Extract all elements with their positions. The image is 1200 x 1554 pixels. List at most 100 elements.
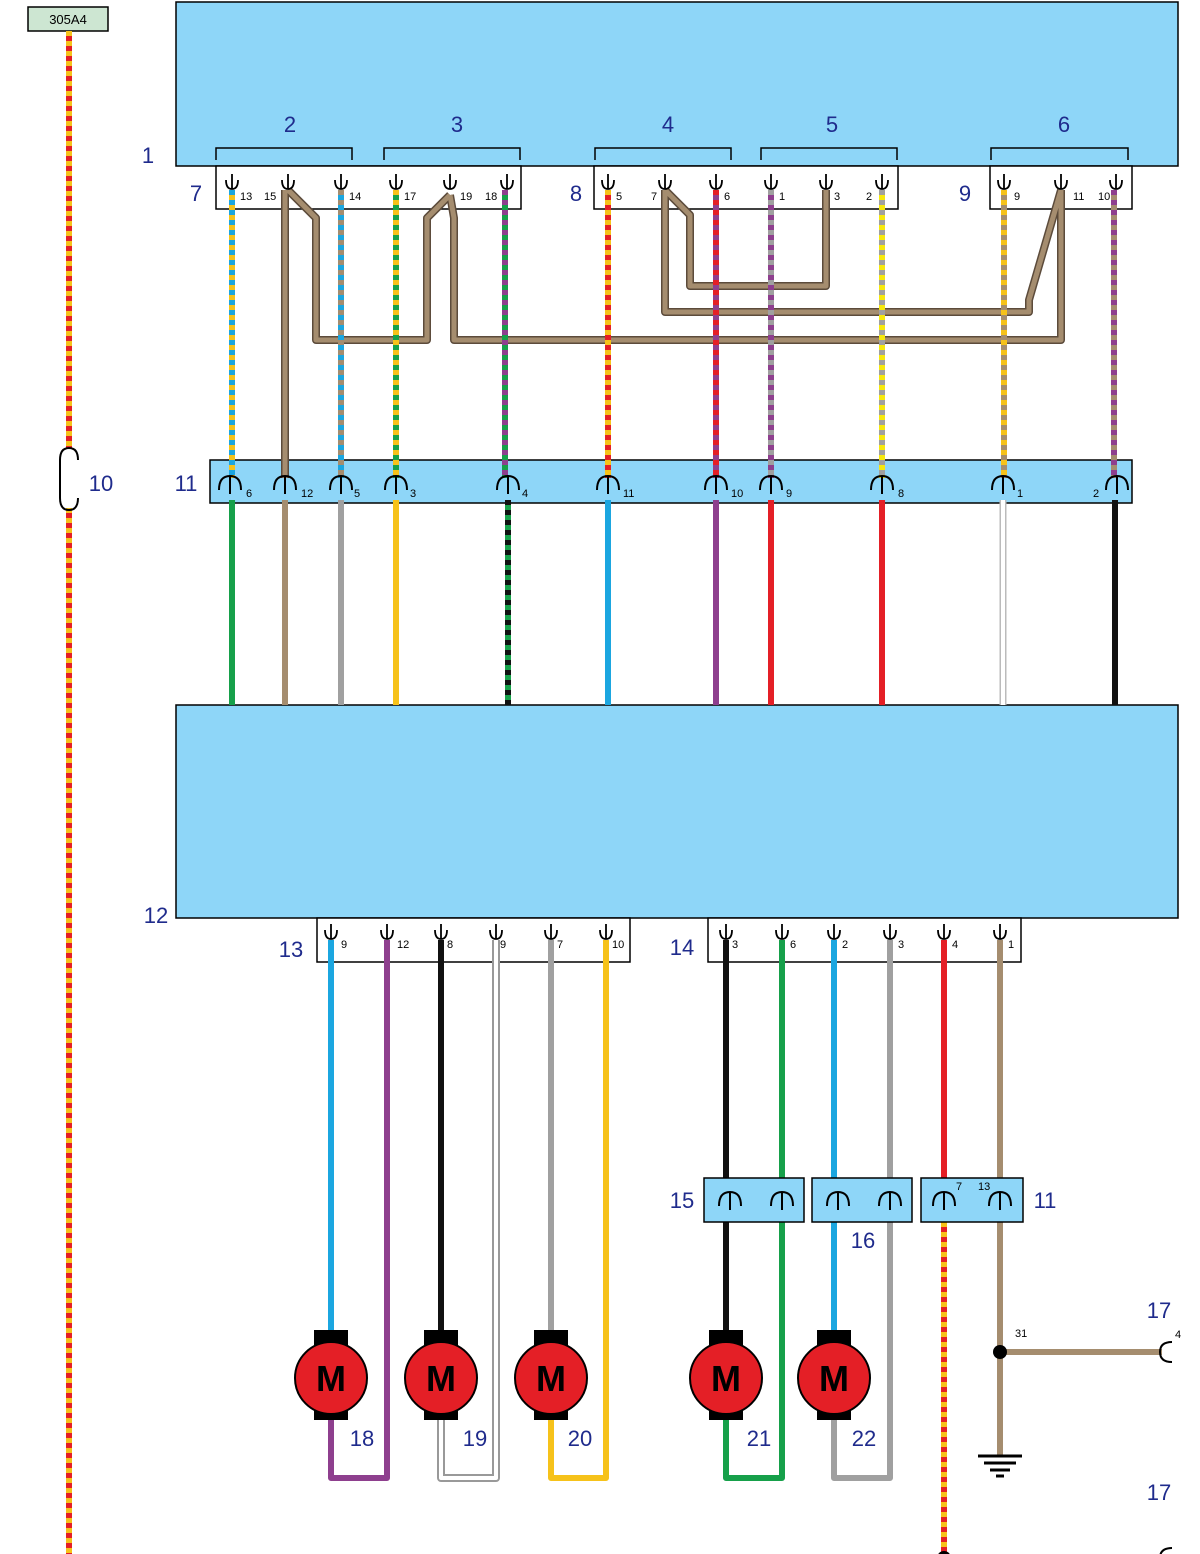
group-brackets (215, 147, 1129, 160)
callout-5: 5 (826, 112, 838, 137)
connector11-pin-label-8: 8 (898, 488, 904, 500)
motor-18-symbol: M (316, 1358, 346, 1399)
callout-16: 16 (851, 1228, 875, 1253)
callouts: 1 2 3 4 5 6 7 8 9 10 11 12 13 14 15 16 1… (89, 112, 1181, 1505)
callout-20: 20 (568, 1426, 592, 1451)
callout-17-bottom: 17 (1147, 1480, 1171, 1505)
module-1 (175, 1, 1179, 167)
callout-9: 9 (959, 181, 971, 206)
connector14-pin-label-2: 2 (842, 939, 848, 951)
power-junction (938, 1551, 950, 1554)
connector-13 (316, 917, 631, 963)
connector14-pin-label-1: 6 (790, 939, 796, 951)
motor-20: M (514, 1330, 588, 1420)
callout-19: 19 (463, 1426, 487, 1451)
callout-2: 2 (284, 112, 296, 137)
connector11-pin-label-3: 3 (410, 488, 416, 500)
wires-upper (229, 187, 1117, 478)
connector11-pin-label-2: 5 (354, 488, 360, 500)
connector7-pin-label-4: 19 (460, 191, 472, 203)
callout-22: 22 (852, 1426, 876, 1451)
connector13-pin-label-4: 7 (557, 939, 563, 951)
callout-21: 21 (747, 1426, 771, 1451)
terminal-17-top-pin: 4 (1175, 1329, 1181, 1341)
connector11-pin-label-0: 6 (246, 488, 252, 500)
connector7-pin-label-0: 13 (240, 191, 252, 203)
wires-middle (229, 500, 1118, 705)
ground-icon (978, 1454, 1022, 1478)
connector13-pin-label-3: 9 (500, 939, 506, 951)
connector11-pin-label-7: 9 (786, 488, 792, 500)
callout-11-bottom: 11 (1034, 1188, 1057, 1213)
callout-14: 14 (670, 935, 694, 960)
motor-22-symbol: M (819, 1358, 849, 1399)
inline-connector-10 (59, 446, 79, 512)
connector8-pin-label-2: 6 (724, 191, 730, 203)
motor-21-symbol: M (711, 1358, 741, 1399)
connector7-pin-label-1: 15 (264, 191, 276, 203)
connector11b-pin-label-1: 13 (978, 1181, 990, 1193)
motor-19-symbol: M (426, 1358, 456, 1399)
callout-12: 12 (144, 903, 168, 928)
connector-11-bottom (920, 1177, 1024, 1223)
callout-11-top: 11 (175, 471, 198, 496)
motor-22: M (797, 1330, 871, 1420)
connector-14 (707, 917, 1022, 963)
connector9-pin-label-2: 10 (1098, 191, 1110, 203)
callout-6: 6 (1058, 112, 1070, 137)
callout-13: 13 (279, 937, 303, 962)
connector11-pin-label-1: 12 (301, 488, 313, 500)
connector11-pin-label-4: 4 (522, 488, 528, 500)
callout-18: 18 (350, 1426, 374, 1451)
connector14-pin-label-0: 3 (732, 939, 738, 951)
connector7-pin-label-3: 17 (404, 191, 416, 203)
connector11-pin-label-6: 10 (731, 488, 743, 500)
connector13-pin-label-2: 8 (447, 939, 453, 951)
motor-20-symbol: M (536, 1358, 566, 1399)
connector14-pin-label-3: 3 (898, 939, 904, 951)
terminal-17-top-icon (1158, 1341, 1173, 1363)
callout-17-top: 17 (1147, 1298, 1171, 1323)
connector9-pin-label-1: 11 (1073, 191, 1084, 203)
wires-lower (328, 940, 1162, 1482)
power-wire-red-yellow (66, 31, 947, 1554)
connector9-pin-label-0: 9 (1014, 191, 1020, 203)
callout-4: 4 (662, 112, 674, 137)
connector-11-top (209, 459, 1133, 504)
connector14-pin-label-4: 4 (952, 939, 958, 951)
fuse-305a4: 305A4 (27, 6, 109, 32)
ground-node-label: 31 (1015, 1328, 1027, 1340)
callout-8: 8 (570, 181, 582, 206)
connector11-pin-label-10: 2 (1093, 488, 1099, 500)
connector14-pin-label-5: 1 (1008, 939, 1014, 951)
connector7-pin-label-5: 18 (485, 191, 497, 203)
connector8-pin-label-1: 7 (651, 191, 657, 203)
connector8-pin-label-3: 1 (779, 191, 785, 203)
connector11-pin-label-9: 1 (1017, 488, 1023, 500)
connector11-pin-label-5: 11 (623, 488, 634, 500)
connector-8 (593, 165, 899, 210)
pin-sockets (218, 174, 1129, 1210)
connector11b-pin-label-0: 7 (956, 1181, 962, 1193)
callout-10: 10 (89, 471, 113, 496)
motor-19: M (404, 1330, 478, 1420)
callout-15: 15 (670, 1188, 694, 1213)
motor-21: M (689, 1330, 763, 1420)
connector8-pin-label-0: 5 (616, 191, 622, 203)
terminal-17-bottom-icon (1159, 1547, 1173, 1554)
module-12 (175, 704, 1179, 919)
callout-1: 1 (142, 143, 154, 168)
connector7-pin-label-2: 14 (349, 191, 361, 203)
ground-junction (993, 1345, 1007, 1359)
connector13-pin-label-0: 9 (341, 939, 347, 951)
connector13-pin-label-1: 12 (397, 939, 409, 951)
motor-18: M (294, 1330, 368, 1420)
fuse-label: 305A4 (49, 12, 87, 27)
connector13-pin-label-5: 10 (612, 939, 624, 951)
connector-7 (215, 165, 522, 210)
callout-3: 3 (451, 112, 463, 137)
connector8-pin-label-5: 2 (866, 191, 872, 203)
